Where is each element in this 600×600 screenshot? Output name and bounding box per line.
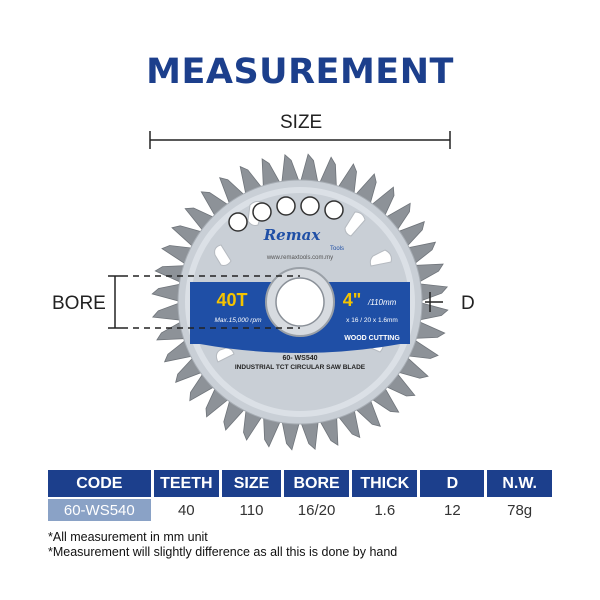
d-dimension-line — [425, 292, 443, 312]
size-label: SIZE — [280, 112, 323, 133]
blade-website: www.remaxtools.com.my — [266, 255, 333, 261]
header-code: CODE — [48, 470, 154, 497]
saw-blade-diagram: Remax Tools www.remaxtools.com.my 40T Ma… — [108, 131, 451, 451]
header-teeth: TEETH — [153, 470, 223, 497]
note-disclaimer: *Measurement will slightly difference as… — [48, 545, 398, 559]
size-dimension-line — [149, 131, 451, 149]
cell-code: 60-WS540 — [48, 497, 154, 521]
blade-bore-spec: x 16 / 20 x 1.6mm — [346, 317, 398, 324]
blade-teeth-badge: 40T — [216, 290, 247, 310]
note-units: *All measurement in mm unit — [48, 530, 208, 544]
blade-size-badge: 4" — [343, 290, 362, 310]
cell-teeth: 40 — [153, 497, 223, 521]
blade-max-rpm: Max.15,000 rpm — [215, 317, 263, 324]
blade-brand-sub: Tools — [330, 246, 344, 252]
blade-brand: Remax — [263, 226, 322, 244]
page-title: MEASUREMENT — [146, 52, 454, 92]
bore-label: BORE — [52, 293, 106, 314]
table-row: 60-WS540 40 110 16/20 1.6 12 78g — [48, 497, 552, 521]
cell-nw: 78g — [487, 497, 552, 521]
cell-bore: 16/20 — [283, 497, 353, 521]
bore-dimension-line — [108, 275, 300, 329]
header-size: SIZE — [222, 470, 284, 497]
blade-plate-shine — [185, 187, 415, 417]
spec-header-row: CODE TEETH SIZE BORE THICK D N.W. — [48, 470, 552, 497]
spec-table: CODE TEETH SIZE BORE THICK D N.W. 60-WS5… — [48, 470, 552, 521]
blade-size-mm: /110mm — [367, 298, 397, 307]
cell-d: 12 — [420, 497, 488, 521]
d-label: D — [461, 293, 475, 314]
cell-size: 110 — [222, 497, 284, 521]
safety-icons — [228, 196, 344, 232]
header-thick: THICK — [352, 470, 421, 497]
blade-model: 60- WS540 — [282, 355, 317, 362]
arbor-hole — [275, 277, 325, 327]
header-bore: BORE — [283, 470, 353, 497]
header-nw: N.W. — [487, 470, 552, 497]
cell-thick: 1.6 — [352, 497, 421, 521]
blade-description: INDUSTRIAL TCT CIRCULAR SAW BLADE — [235, 364, 366, 371]
blade-use: WOOD CUTTING — [344, 335, 400, 342]
header-d: D — [420, 470, 488, 497]
